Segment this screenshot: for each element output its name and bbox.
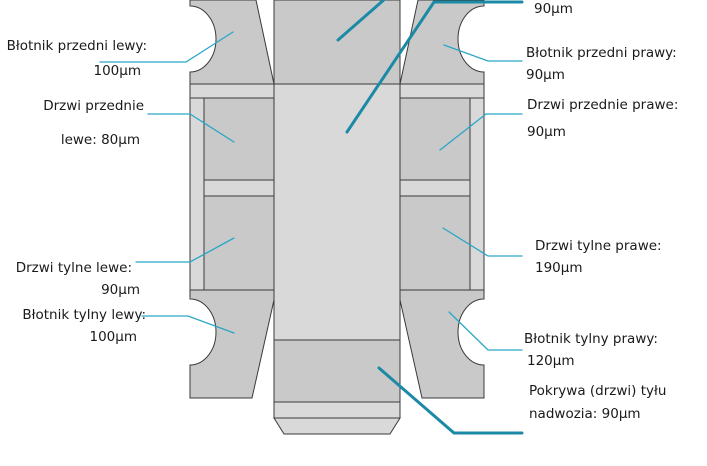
leader-rear-right-fender	[448, 311, 523, 351]
front-left-fender-value: 100µm	[93, 63, 141, 79]
front-right-door-title: Drzwi przednie prawe:	[527, 97, 678, 113]
leader-hood	[336, 0, 386, 42]
front-right-door	[399, 97, 471, 181]
rear-left-door	[203, 195, 275, 291]
rear-right-door-title: Drzwi tylne prawe:	[535, 238, 662, 254]
labels: 90µm Błotnik przedni lewy: 100µm Błotnik…	[7, 1, 679, 422]
trunk-title: Pokrywa (drzwi) tyłu	[529, 383, 666, 399]
roof-panel	[273, 83, 401, 341]
trunk-value: nadwozia: 90µm	[529, 406, 641, 422]
front-right-door-value: 90µm	[527, 124, 566, 140]
front-right-fender-value: 90µm	[526, 67, 565, 83]
rear-left-door-title: Drzwi tylne lewe:	[16, 260, 132, 276]
rear-strip	[273, 401, 401, 419]
rear-bumper	[273, 417, 401, 435]
leader-front-right-fender	[443, 44, 523, 62]
leader-rear-right-door	[442, 227, 523, 257]
front-right-fender-title: Błotnik przedni prawy:	[526, 45, 677, 61]
rear-left-fender	[189, 289, 275, 399]
leader-rear-left-door	[135, 237, 235, 263]
rear-right-fender-title: Błotnik tylny prawy:	[524, 331, 658, 347]
rear-right-door-value: 190µm	[535, 260, 583, 276]
rear-left-fender-title: Błotnik tylny lewy:	[22, 307, 146, 323]
right-b-pillar	[399, 179, 471, 197]
hood-panel	[273, 0, 401, 85]
rear-right-fender-value: 120µm	[527, 353, 575, 369]
front-left-door-value: lewe: 80µm	[61, 132, 140, 148]
trunk-lid	[273, 339, 401, 403]
leader-lines	[99, 0, 524, 435]
left-b-pillar	[203, 179, 275, 197]
rear-right-door	[399, 195, 471, 291]
front-left-fender	[189, 0, 275, 85]
right-pillar-strip	[469, 97, 485, 291]
rear-left-door-value: 90µm	[101, 282, 140, 298]
rear-right-fender	[399, 289, 485, 399]
rear-left-fender-value: 100µm	[89, 329, 137, 345]
hood-value: 90µm	[534, 1, 573, 17]
leader-front-left-fender	[99, 31, 234, 63]
leader-front-right-door	[439, 113, 523, 151]
front-left-door-title: Drzwi przednie	[43, 98, 144, 114]
leader-front-left-door	[147, 113, 235, 143]
front-left-door	[203, 97, 275, 181]
leader-trunk	[377, 366, 524, 435]
car-body	[189, 0, 485, 435]
front-left-fender-title: Błotnik przedni lewy:	[7, 38, 147, 54]
front-right-fender	[399, 0, 485, 85]
leader-rear-left-fender	[141, 315, 235, 334]
leader-roof	[345, 0, 524, 134]
